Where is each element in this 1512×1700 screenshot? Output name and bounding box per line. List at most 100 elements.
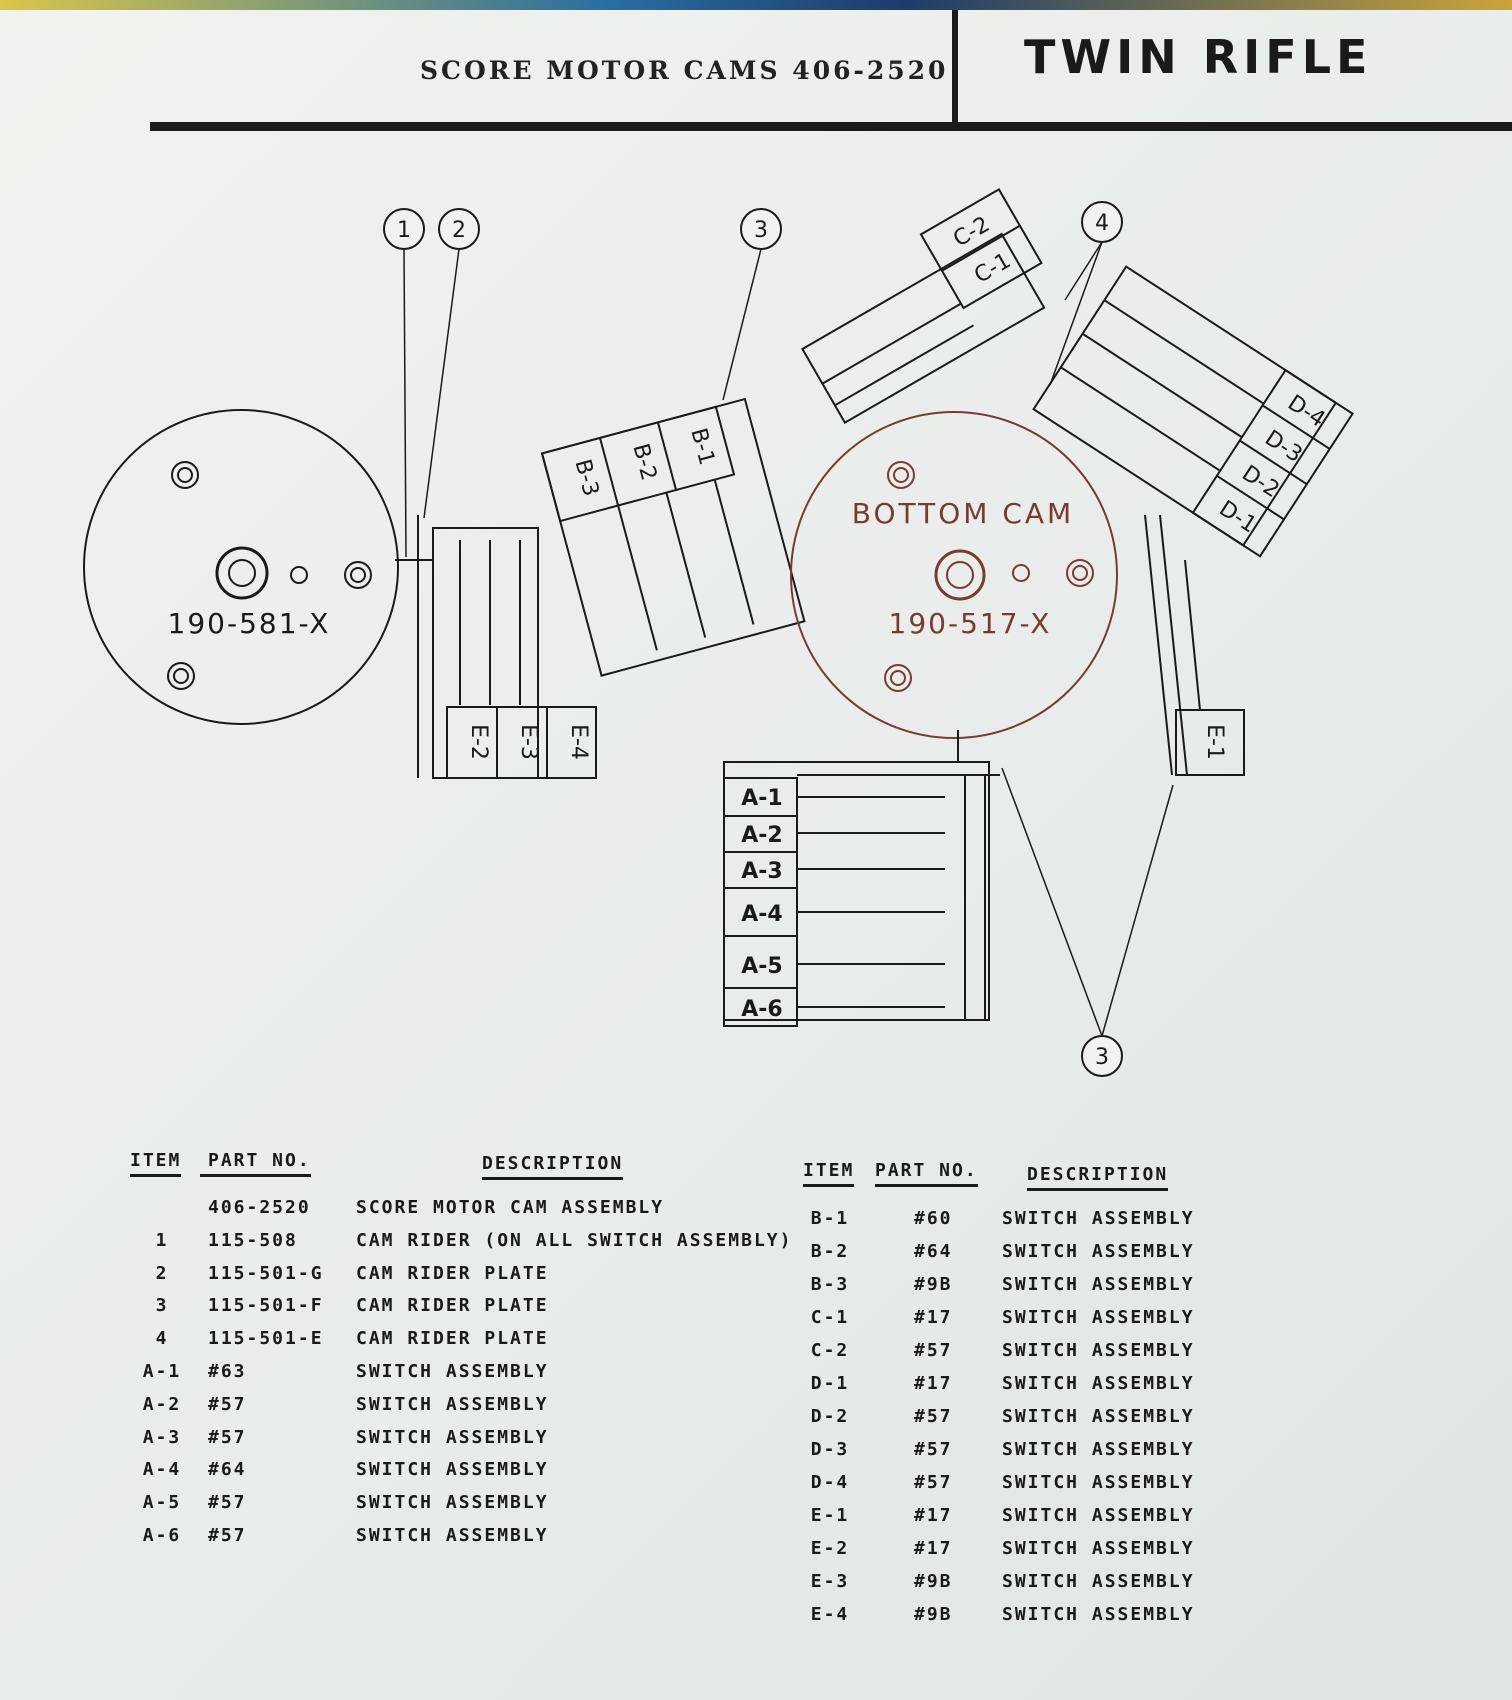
table-cell-part-no: 115-501-F (208, 1295, 324, 1317)
table-cell-part-no: 115-501-G (208, 1262, 324, 1284)
table-cell-description: SCORE MOTOR CAM ASSEMBLY (356, 1197, 665, 1218)
table-cell-item: B-3 (810, 1274, 850, 1295)
table-cell-description: SWITCH ASSEMBLY (1002, 1604, 1195, 1625)
table-cell-item: 2 (155, 1262, 169, 1284)
callout-3-top: 3 (740, 208, 782, 250)
table-cell-description: SWITCH ASSEMBLY (1002, 1274, 1195, 1295)
switch-label-e-3: E-3 (516, 724, 541, 760)
table-cell-description: SWITCH ASSEMBLY (1002, 1538, 1195, 1559)
callout-3-number: 3 (754, 218, 768, 243)
table-cell-description: SWITCH ASSEMBLY (1002, 1241, 1195, 1262)
table-cell-part-no: #9B (914, 1274, 953, 1295)
table-cell-part-no: #17 (914, 1538, 953, 1559)
table-cell-part-no: #57 (914, 1472, 953, 1493)
table-cell-part-no: #17 (914, 1373, 953, 1394)
table-cell-part-no: #63 (208, 1361, 247, 1382)
background-edge (0, 0, 1512, 10)
table-cell-part-no: #17 (914, 1307, 953, 1328)
table-cell-part-no: #9B (914, 1604, 953, 1625)
table-cell-description: CAM RIDER PLATE (356, 1262, 549, 1284)
switch-label-a-1: A-1 (741, 786, 782, 811)
bottom-cam-part-number: 190-517-X (889, 607, 1052, 640)
table-cell-item: 3 (155, 1295, 169, 1317)
table-cell-item: A-4 (142, 1459, 182, 1481)
callout-leaders (403, 241, 1174, 1037)
callout-1-number: 1 (397, 218, 411, 243)
switch-label-e-1: E-1 (1202, 724, 1227, 760)
switch-stack-e-left: E-2 E-3 E-4 (395, 515, 597, 779)
table-cell-item: C-1 (810, 1307, 850, 1328)
table-cell-item: B-1 (810, 1208, 850, 1229)
table-cell-item: E-4 (810, 1604, 850, 1625)
header-rule (150, 122, 1512, 131)
switch-stack-a (723, 730, 1000, 1021)
table-cell-part-no: #57 (208, 1492, 247, 1514)
switch-label-a-5: A-5 (741, 954, 782, 979)
table-cell-part-no: #57 (208, 1525, 247, 1546)
switch-label-boxes-a (723, 777, 945, 1027)
callout-2-number: 2 (452, 218, 466, 243)
table-cell-item: C-2 (810, 1340, 850, 1361)
switch-label-a-2: A-2 (741, 823, 782, 848)
table-cell-part-no: #57 (208, 1393, 247, 1415)
table-cell-item: A-3 (142, 1426, 182, 1448)
table-cell-item: D-4 (810, 1472, 850, 1493)
table-cell-part-no: #57 (914, 1340, 953, 1361)
table-cell-part-no: #60 (914, 1208, 953, 1229)
switch-label-d-4: D-4 (1283, 391, 1329, 433)
header-item: ITEM (130, 1150, 182, 1177)
switch-label-d-2: D-2 (1237, 461, 1283, 503)
table-cell-description: CAM RIDER (ON ALL SWITCH ASSEMBLY) (356, 1229, 793, 1251)
bottom-cam: BOTTOM CAM 190-517-X (790, 411, 1118, 739)
table-cell-part-no: 115-508 (208, 1229, 298, 1251)
table-cell-description: SWITCH ASSEMBLY (356, 1492, 549, 1514)
left-cam: 190-581-X (83, 409, 399, 725)
switch-label-d-3: D-3 (1260, 426, 1306, 468)
table-cell-item: E-1 (810, 1505, 850, 1526)
callout-2: 2 (438, 208, 480, 250)
table-cell-description: CAM RIDER PLATE (356, 1295, 549, 1317)
table-cell-description: SWITCH ASSEMBLY (1002, 1505, 1195, 1526)
switch-stack-c: C-2 C-1 (801, 188, 1046, 424)
switch-label-b-2: B-2 (627, 441, 661, 483)
table-cell-description: SWITCH ASSEMBLY (1002, 1571, 1195, 1592)
table-cell-part-no: 406-2520 (208, 1197, 311, 1218)
table-cell-item: E-2 (810, 1538, 850, 1559)
table-cell-item: A-2 (142, 1393, 182, 1415)
callout-3-bottom: 3 (1081, 1035, 1123, 1077)
header-item: ITEM (803, 1160, 855, 1187)
game-name: TWIN RIFLE (1024, 30, 1373, 84)
switch-label-a-3: A-3 (741, 859, 782, 884)
table-cell-description: SWITCH ASSEMBLY (356, 1459, 549, 1481)
table-cell-part-no: #57 (914, 1439, 953, 1460)
table-cell-part-no: #17 (914, 1505, 953, 1526)
callout-3-bottom-number: 3 (1095, 1045, 1109, 1070)
table-cell-description: SWITCH ASSEMBLY (1002, 1340, 1195, 1361)
table-cell-part-no: 115-501-E (208, 1328, 324, 1350)
header-description: DESCRIPTION (1027, 1164, 1169, 1191)
switch-stack-d: D-4 D-3 D-2 D-1 (1032, 265, 1354, 558)
switch-label-a-4: A-4 (741, 902, 782, 927)
bottom-cam-label: BOTTOM CAM (852, 497, 1074, 530)
table-cell-description: SWITCH ASSEMBLY (1002, 1373, 1195, 1394)
switch-label-a-6: A-6 (741, 997, 782, 1022)
table-cell-part-no: #64 (208, 1459, 247, 1481)
table-cell-description: SWITCH ASSEMBLY (1002, 1307, 1195, 1328)
table-cell-description: SWITCH ASSEMBLY (356, 1426, 549, 1448)
switch-label-e-2: E-2 (466, 724, 491, 760)
header-part-no: PART NO. (200, 1150, 311, 1177)
switch-label-b-3: B-3 (569, 457, 603, 499)
header-divider-vertical (952, 10, 958, 122)
table-cell-item: E-3 (810, 1571, 850, 1592)
switch-label-c-2: C-2 (949, 212, 994, 252)
table-cell-description: SWITCH ASSEMBLY (1002, 1439, 1195, 1460)
table-cell-description: SWITCH ASSEMBLY (356, 1361, 549, 1382)
table-cell-part-no: #64 (914, 1241, 953, 1262)
left-cam-part-number: 190-581-X (168, 607, 331, 640)
table-cell-description: SWITCH ASSEMBLY (1002, 1406, 1195, 1427)
table-cell-item: D-3 (810, 1439, 850, 1460)
page-title: SCORE MOTOR CAMS 406-2520 (420, 56, 949, 85)
switch-stack-e-right: E-1 (1144, 514, 1245, 776)
table-cell-part-no: #57 (914, 1406, 953, 1427)
